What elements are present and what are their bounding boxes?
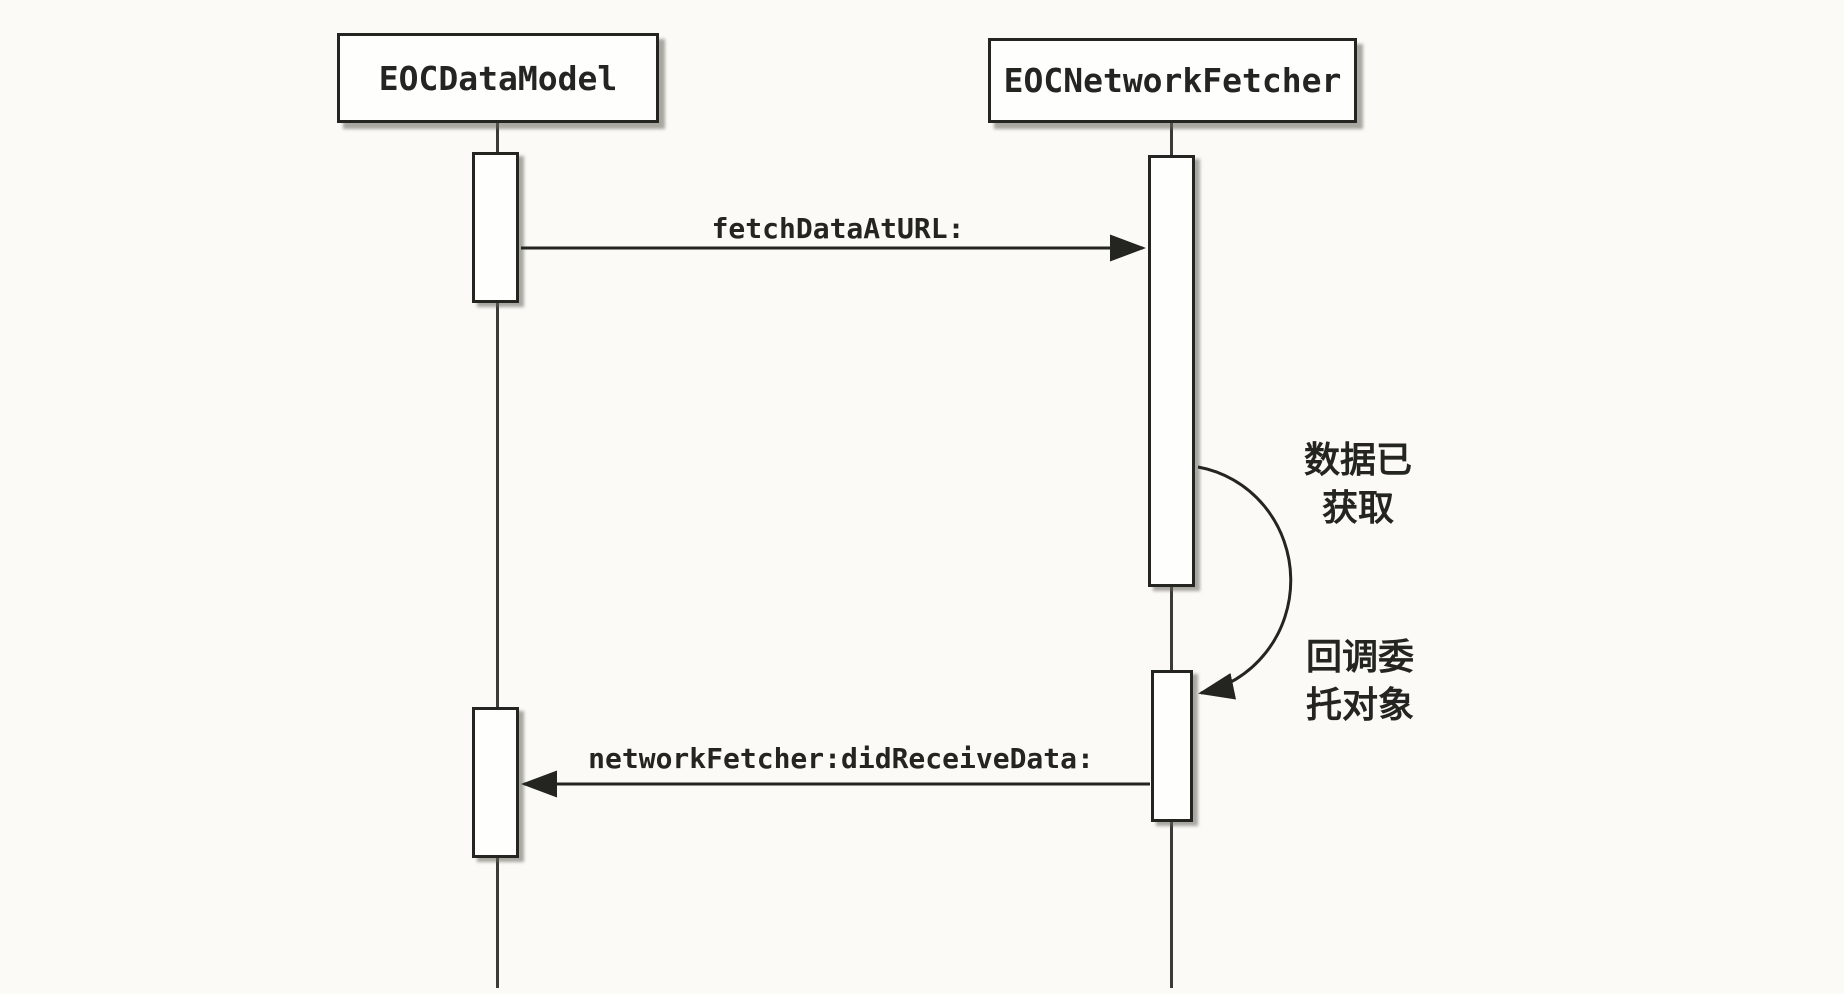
participant-box-eocdatamodel: EOCDataModel [337, 33, 659, 123]
lifeline-eocdatamodel [496, 123, 499, 988]
participant-label-eocdatamodel: EOCDataModel [378, 58, 618, 98]
message-label-fetchdataaturl: fetchDataAtURL: [711, 212, 965, 245]
self-call-curve [1197, 465, 1293, 700]
activation-networkfetcher-delegate [1151, 670, 1193, 822]
activation-networkfetcher-fetch [1148, 155, 1195, 587]
annotation-callback-delegate-line2: 托对象 [1305, 684, 1415, 725]
participant-box-eocnetworkfetcher: EOCNetworkFetcher [988, 38, 1357, 123]
annotation-callback-delegate-line1: 回调委 [1305, 636, 1415, 677]
participant-label-eocnetworkfetcher: EOCNetworkFetcher [1003, 61, 1342, 100]
activation-datamodel-initial [472, 152, 519, 303]
annotation-callback-delegate: 回调委 托对象 [1306, 633, 1414, 729]
message-label-didreceivedata: networkFetcher:didReceiveData: [588, 742, 1094, 775]
activation-datamodel-callback [472, 707, 519, 858]
annotation-data-fetched: 数据已 获取 [1304, 436, 1412, 532]
annotation-data-fetched-line2: 获取 [1321, 487, 1395, 528]
annotation-data-fetched-line1: 数据已 [1303, 439, 1413, 480]
